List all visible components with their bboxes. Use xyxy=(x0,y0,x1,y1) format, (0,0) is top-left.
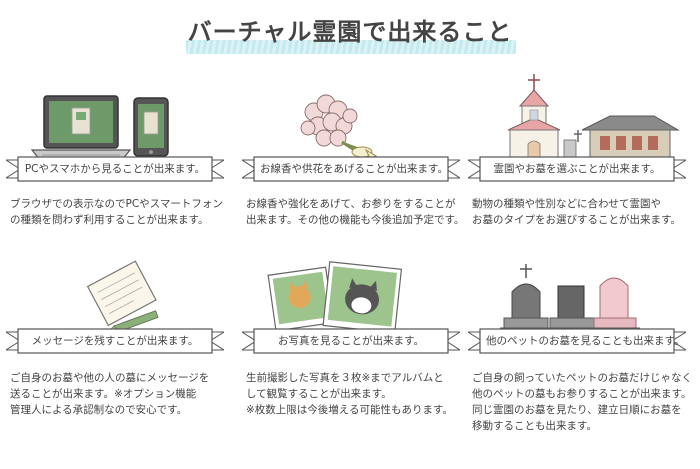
feature-ribbon: 霊園やお墓を選ぶことが出来ます。 xyxy=(468,156,686,182)
feature-label: お写真を見ることが出来ます。 xyxy=(278,335,424,347)
title-highlight xyxy=(186,40,516,54)
description-line: ※枚数上限は今後増える可能性もあります。 xyxy=(246,404,453,416)
description-line: の種類を問わず利用することが出来ます。 xyxy=(10,214,209,226)
feature-ribbon: PCやスマホから見ることが出来ます。 xyxy=(6,156,224,182)
description-line: ブラウザでの表示なのでPCやスマートフォン xyxy=(10,198,223,210)
temple-church-icon xyxy=(464,72,690,168)
pet-photos-icon xyxy=(238,260,464,356)
feature-description: 動物の種類や性別などに合わせて霊園や お墓のタイプをお選びすることが出来ます。 xyxy=(472,196,694,228)
feature-description: ご自身のお墓や他の人の墓にメッセージを 送ることが出来ます。※オプション機能 管… xyxy=(10,370,232,418)
feature-card-message: メッセージを残すことが出来ます。 ご自身のお墓や他の人の墓にメッセージを 送るこ… xyxy=(2,260,228,462)
feature-label: メッセージを残すことが出来ます。 xyxy=(31,335,199,347)
feature-description: お線香や強化をあげて、お参りをすることが 出来ます。その他の機能も今後追加予定で… xyxy=(246,196,468,228)
description-line: 他のペットの墓もお参りすることが出来ます。 xyxy=(472,388,692,400)
description-line: 生前撮影した写真を３枚※までアルバムと xyxy=(246,372,444,384)
feature-card-offering: お線香や供花をあげることが出来ます。 お線香や強化をあげて、お参りをすることが … xyxy=(238,72,464,272)
description-line: 同じ霊園のお墓を見たり、建立日順にお墓を xyxy=(472,404,682,416)
feature-card-photos: お写真を見ることが出来ます。 生前撮影した写真を３枚※までアルバムと して観覧す… xyxy=(238,260,464,462)
feature-ribbon: お線香や供花をあげることが出来ます。 xyxy=(242,156,460,182)
description-line: して観覧することが出来ます。 xyxy=(246,388,392,400)
feature-description: ご自身の飼っていたペットのお墓だけじゃなく 他のペットの墓もお参りすることが出来… xyxy=(472,370,694,434)
feature-card-other-graves: 他のペットのお墓を見ることも出来ます。 ご自身の飼っていたペットのお墓だけじゃな… xyxy=(464,260,692,462)
pet-gravestones-icon xyxy=(464,260,690,356)
description-line: ご自身の飼っていたペットのお墓だけじゃなく xyxy=(472,372,692,384)
devices-icon xyxy=(2,72,228,168)
feature-label: 霊園やお墓を選ぶことが出来ます。 xyxy=(493,163,661,175)
description-line: ご自身のお墓や他の人の墓にメッセージを xyxy=(10,372,210,384)
feature-ribbon: メッセージを残すことが出来ます。 xyxy=(6,328,224,354)
description-line: 移動することも出来ます。 xyxy=(472,420,597,432)
description-line: 出来ます。その他の機能も今後追加予定です。 xyxy=(246,214,465,226)
description-line: 送ることが出来ます。※オプション機能 xyxy=(10,388,197,400)
description-line: お線香や強化をあげて、お参りをすることが xyxy=(246,198,456,210)
description-line: 管理人による承認制なので安心です。 xyxy=(10,404,188,416)
flower-offering-icon xyxy=(238,72,464,168)
description-line: お墓のタイプをお選びすることが出来ます。 xyxy=(472,214,681,226)
feature-card-cemetery: 霊園やお墓を選ぶことが出来ます。 動物の種類や性別などに合わせて霊園や お墓のタ… xyxy=(464,72,690,272)
description-line: 動物の種類や性別などに合わせて霊園や xyxy=(472,198,661,210)
feature-card-devices: PCやスマホから見ることが出来ます。 ブラウザでの表示なのでPCやスマートフォン… xyxy=(2,72,228,272)
page-title: バーチャル霊園で出来ること xyxy=(187,18,513,46)
feature-ribbon: お写真を見ることが出来ます。 xyxy=(242,328,460,354)
feature-ribbon: 他のペットのお墓を見ることも出来ます。 xyxy=(468,328,686,354)
feature-label: お線香や供花をあげることが出来ます。 xyxy=(260,163,448,175)
feature-label: 他のペットのお墓を見ることも出来ます。 xyxy=(486,335,685,347)
feature-label: PCやスマホから見ることが出来ます。 xyxy=(24,163,206,175)
feature-description: 生前撮影した写真を３枚※までアルバムと して観覧することが出来ます。 ※枚数上限… xyxy=(246,370,468,418)
page-header: バーチャル霊園で出来ること xyxy=(0,12,700,60)
feature-description: ブラウザでの表示なのでPCやスマートフォン の種類を問わず利用することが出来ます… xyxy=(10,196,232,228)
